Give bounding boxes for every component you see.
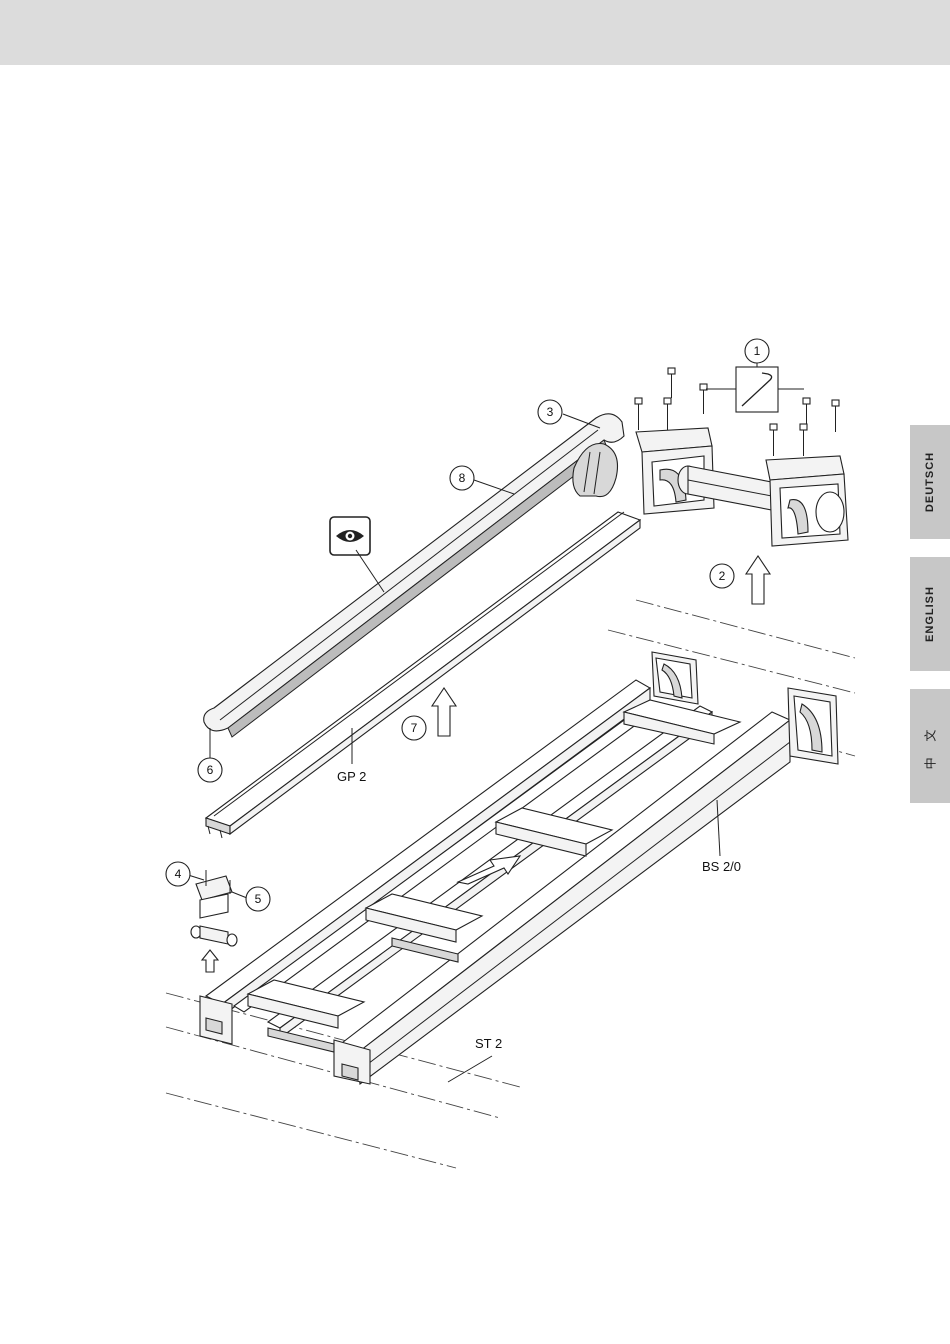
callout-6-label: 6 [207, 763, 214, 777]
screw [668, 368, 675, 398]
callout-1: 1 [745, 339, 769, 363]
clip-assembly [191, 870, 237, 972]
base-frame [200, 680, 790, 1084]
callout-5: 5 [246, 887, 270, 911]
callout-7-label: 7 [411, 721, 418, 735]
callout-8: 8 [450, 466, 474, 490]
callout-6: 6 [198, 758, 222, 782]
label-bs20: BS 2/0 [702, 859, 741, 874]
callout-2: 2 [710, 564, 734, 588]
arrow-up-icon [746, 556, 770, 604]
screw [800, 424, 807, 456]
callout-8-label: 8 [459, 471, 466, 485]
callout-3: 3 [538, 400, 562, 424]
callout-2-label: 2 [719, 569, 726, 583]
arrow-up-icon [432, 688, 456, 736]
drive-head [636, 428, 848, 546]
callout-1-label: 1 [754, 344, 761, 358]
screw [832, 400, 839, 432]
callout-4: 4 [166, 862, 190, 886]
callout-5-label: 5 [255, 892, 262, 906]
screw [635, 398, 642, 430]
label-gp2: GP 2 [337, 769, 366, 784]
screw [700, 384, 707, 414]
tool-box [706, 362, 804, 412]
callout-4-label: 4 [175, 867, 182, 881]
label-st2: ST 2 [475, 1036, 502, 1051]
callout-7: 7 [402, 716, 426, 740]
callout-3-label: 3 [547, 405, 554, 419]
screw [770, 424, 777, 456]
screw [664, 398, 671, 430]
eye-icon [330, 517, 384, 592]
